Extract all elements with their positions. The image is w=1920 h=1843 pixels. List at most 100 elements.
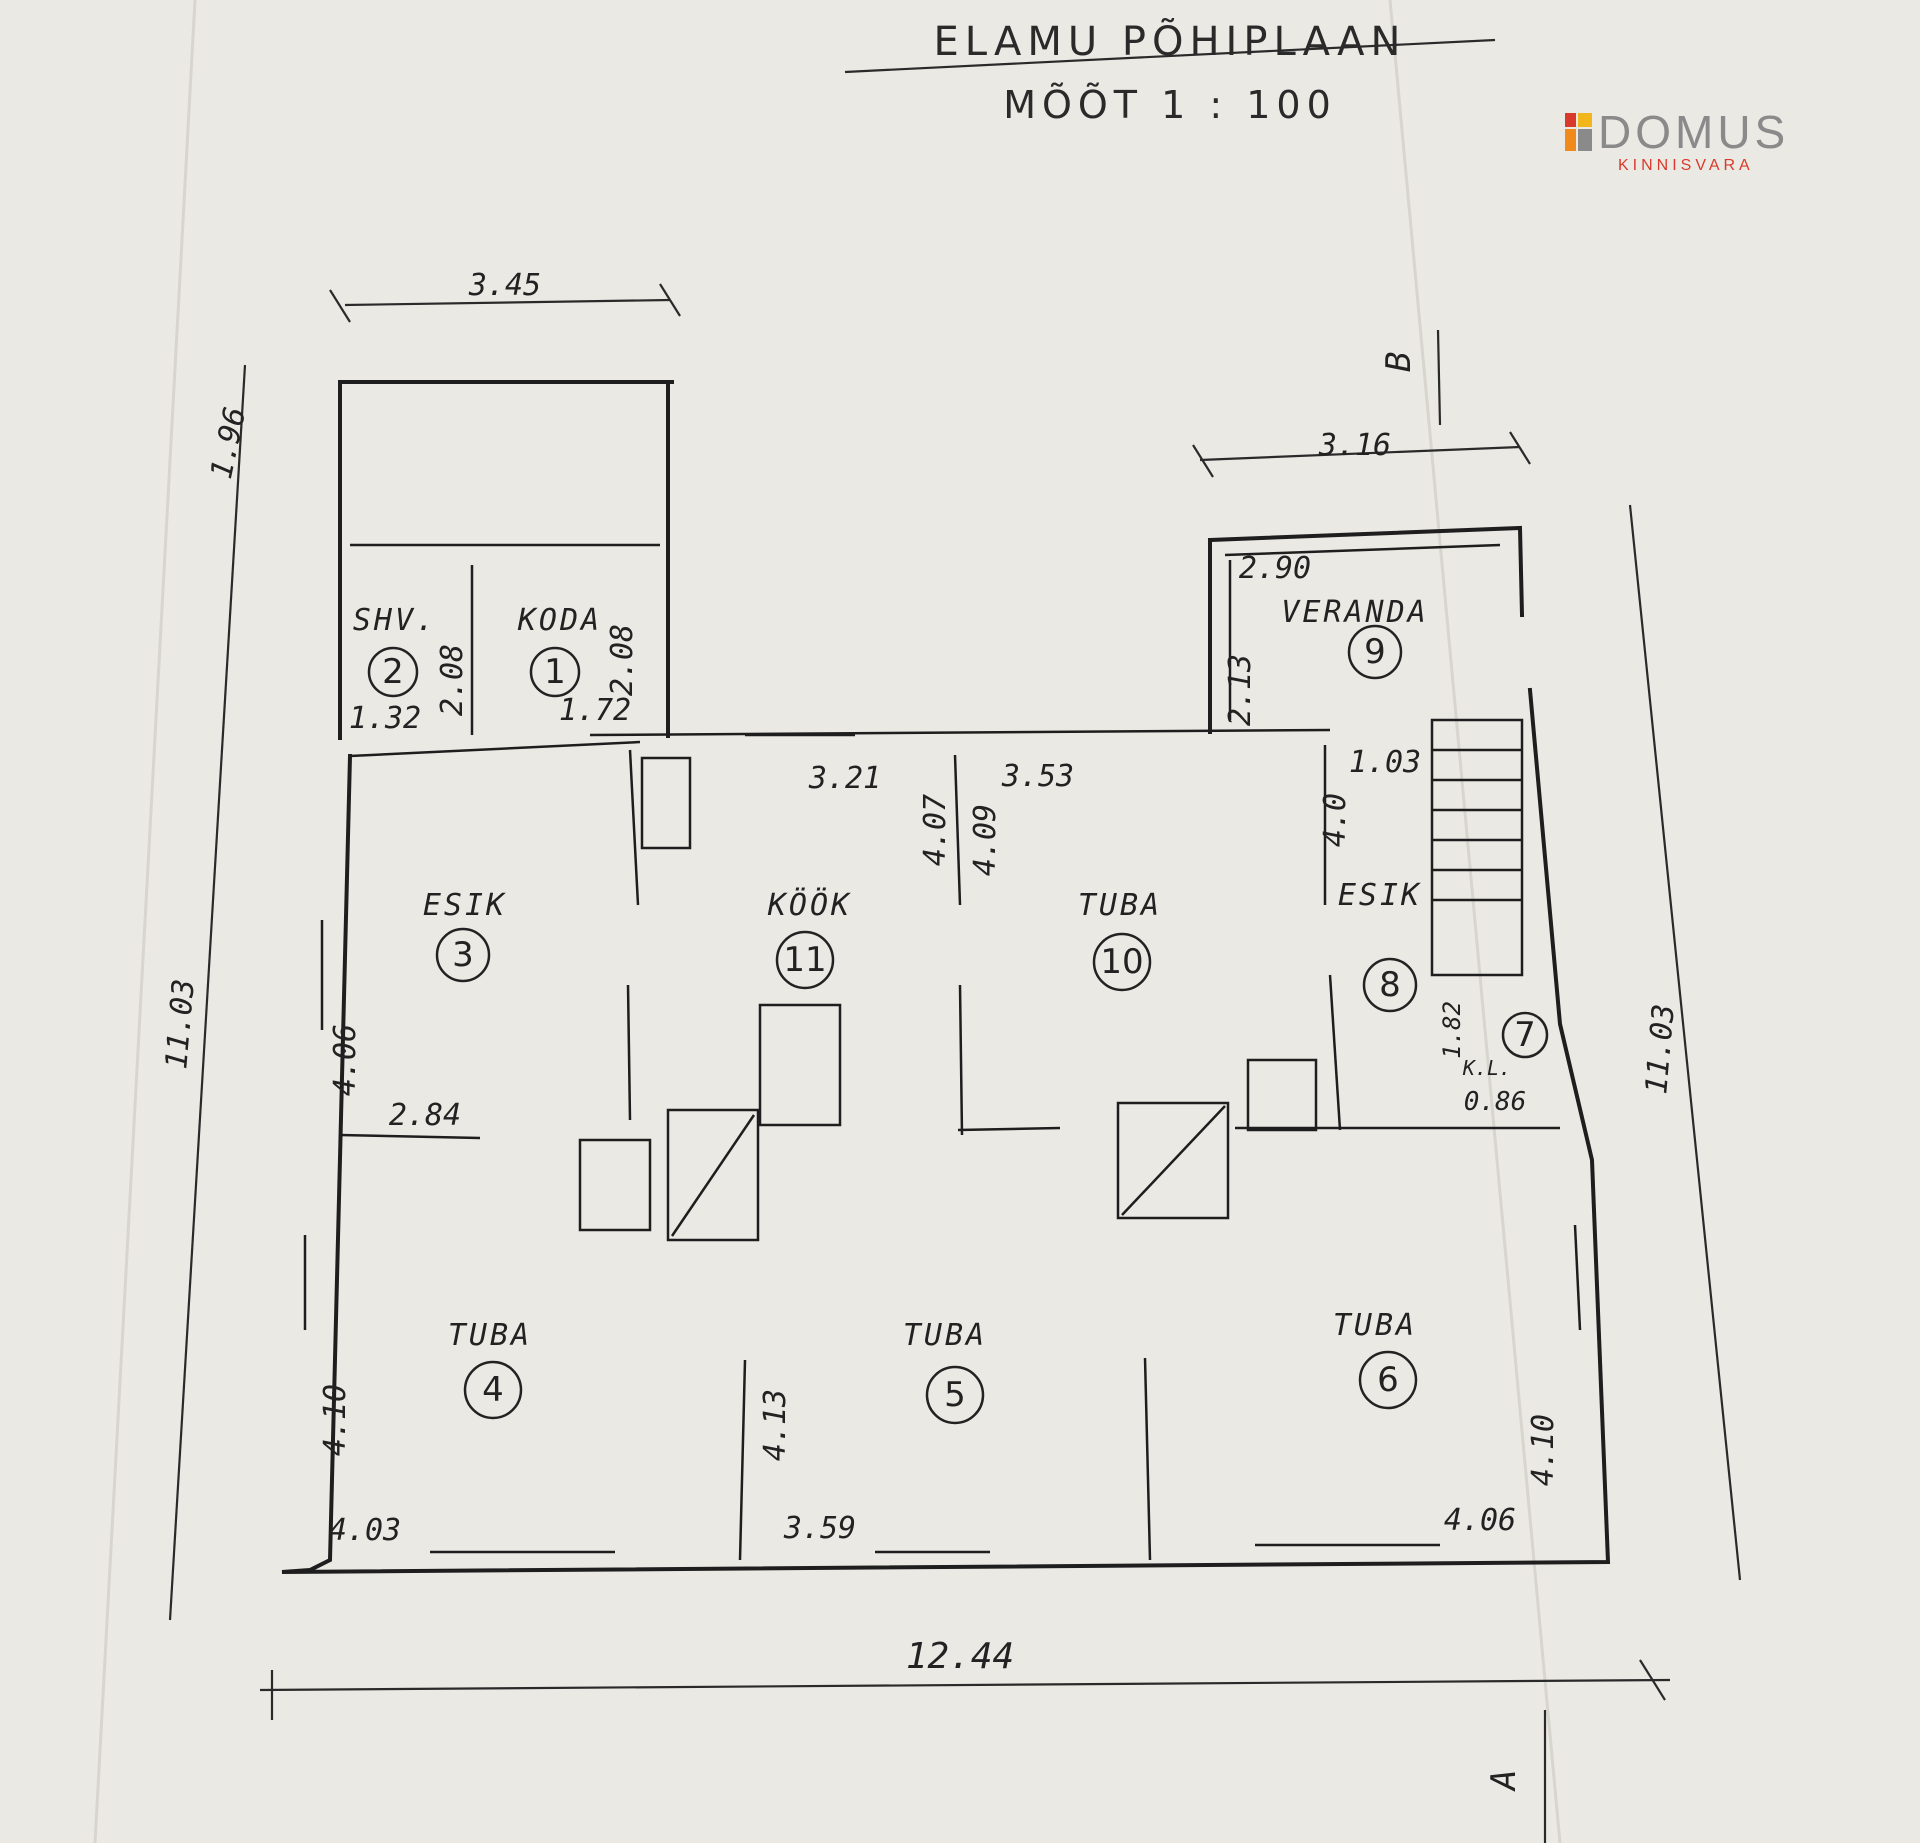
room-11-circle [775, 930, 835, 990]
dim-left-total: 11.03 [159, 978, 202, 1071]
dim-top-left: 3.45 [468, 268, 541, 303]
wall-top-mid [589, 728, 1331, 737]
room-3-name: ESIK [423, 888, 507, 923]
room-11-name: KÖÖK [767, 887, 852, 923]
room-8-number: 8 [1379, 965, 1401, 1005]
domus-logo: DOMUS KINNISVARA [1565, 106, 1789, 174]
room-3-number: 3 [452, 935, 474, 975]
wall-top-left [349, 740, 641, 758]
wall-tuba5-tuba6 [1143, 1357, 1152, 1561]
dim-tuba10-h: 4.09 [968, 804, 1003, 876]
logo-square-orange [1565, 129, 1576, 151]
windows [303, 560, 1582, 1554]
room-10-circle [1092, 932, 1152, 992]
room-6-number: 6 [1377, 1360, 1399, 1400]
wall-esik3-bottom [339, 1133, 481, 1140]
title-text: ELAMU PÕHIPLAAN [934, 17, 1407, 65]
room-4-number: 4 [482, 1370, 504, 1410]
wall-kook-lower [958, 984, 964, 1136]
wall-outer-main [281, 687, 1611, 1574]
logo-subtitle: KINNISVARA [1618, 157, 1754, 174]
dim-veranda-w: 2.90 [1239, 551, 1311, 586]
logo-name: DOMUS [1598, 106, 1789, 158]
wall-tuba10-bottom [957, 1126, 1061, 1132]
logo-square-grey [1578, 129, 1592, 151]
dim-koda-h: 2.08 [605, 624, 640, 696]
dim-bottom-total: 12.44 [906, 1636, 1014, 1677]
room-8-circle [1362, 957, 1418, 1013]
stairs [1430, 718, 1524, 977]
dim-kook-w: 3.21 [808, 761, 881, 796]
room-4-circle [463, 1360, 523, 1420]
room-10-name: TUBA [1078, 888, 1162, 923]
logo-square-red [1565, 113, 1576, 127]
dim-line-right [1628, 504, 1742, 1581]
outer-walls [281, 380, 1611, 1574]
room-11-number: 11 [783, 940, 826, 980]
dim-shv-w: 1.32 [349, 701, 421, 736]
dim-kl-w: 0.86 [1464, 1087, 1527, 1117]
dim-esik8-w: 1.03 [1349, 745, 1421, 780]
dim-esik3-h: 4.06 [328, 1024, 363, 1096]
dim-esik8-h: 4.0 [1318, 793, 1353, 847]
dim-tuba4-h: 4.10 [318, 1384, 353, 1456]
interior-walls [339, 565, 1560, 1561]
dim-veranda-h: 2.13 [1223, 654, 1258, 726]
wall-esik-kook [628, 749, 640, 906]
paper-fold-right [1388, 0, 1562, 1843]
wall-kook-tuba10 [953, 754, 962, 906]
room-1-circle [529, 646, 581, 698]
chimney-left [666, 1108, 760, 1242]
room-2-number: 2 [382, 652, 404, 692]
kook-vent [640, 756, 692, 850]
dim-tuba5-w: 3.59 [783, 1511, 856, 1546]
dim-tuba6-w: 4.06 [1444, 1503, 1516, 1538]
wall-veranda-top [1207, 525, 1525, 618]
section-line-b [1436, 329, 1442, 426]
room-3-circle [435, 927, 491, 983]
dim-left-upper: 1.96 [204, 404, 253, 482]
room-9-circle [1347, 624, 1403, 680]
room-8-name: ESIK [1338, 878, 1422, 913]
room-1-name: KODA [517, 603, 602, 638]
room-dimensions: 1.32 2.08 1.72 2.08 2.84 4.06 3.21 4.07 … [318, 551, 1561, 1548]
dim-line-bottom [259, 1678, 1671, 1692]
dim-tuba5-h: 4.13 [758, 1389, 793, 1461]
room-9-name: VERANDA [1281, 595, 1428, 630]
room-5-circle [925, 1365, 985, 1425]
section-marker-b: B [1379, 352, 1419, 372]
dim-koda-w: 1.72 [559, 693, 631, 728]
dim-veranda-width: 3.16 [1318, 428, 1391, 463]
chimney-right [1116, 1101, 1230, 1220]
dim-tuba4-w: 4.03 [329, 1513, 401, 1548]
dim-line-left [168, 364, 247, 1621]
dim-tuba10-w: 3.53 [1001, 759, 1074, 794]
dim-shv-h: 2.08 [435, 644, 470, 716]
wall-tuba4-tuba5 [738, 1359, 747, 1561]
room-labels: SHV. 2 KODA 1 ESIK 3 KÖÖK 11 TUBA 10 ESI… [353, 595, 1549, 1425]
room-9-number: 9 [1364, 632, 1386, 672]
plan-title: ELAMU PÕHIPLAAN MÕÕT 1 : 100 [844, 17, 1496, 127]
stove-right [1246, 1058, 1318, 1132]
stair-steps [1432, 748, 1522, 902]
dim-right-total: 11.03 [1639, 1003, 1682, 1096]
room-5-name: TUBA [903, 1318, 987, 1353]
dim-tuba6-h: 4.10 [1526, 1414, 1561, 1486]
room-10-number: 10 [1100, 942, 1143, 982]
scale-text: MÕÕT 1 : 100 [1003, 83, 1337, 127]
wall-veranda-inner [1224, 543, 1501, 557]
dim-kl-h: 1.82 [1438, 1001, 1466, 1059]
dim-kook-h: 4.07 [918, 794, 953, 866]
title-underline [844, 38, 1496, 74]
stove-left [578, 1138, 652, 1232]
chimney-left-diagonal [670, 1114, 756, 1237]
room-1-number: 1 [544, 652, 566, 692]
section-marker-a: A [1484, 1770, 1524, 1792]
room-7-circle [1501, 1011, 1549, 1059]
wall-esik-tuba4 [626, 984, 632, 1121]
logo-square-yellow [1578, 113, 1592, 127]
room-6-circle [1358, 1350, 1418, 1410]
room-4-name: TUBA [448, 1318, 532, 1353]
dim-line-top-left [344, 298, 671, 307]
